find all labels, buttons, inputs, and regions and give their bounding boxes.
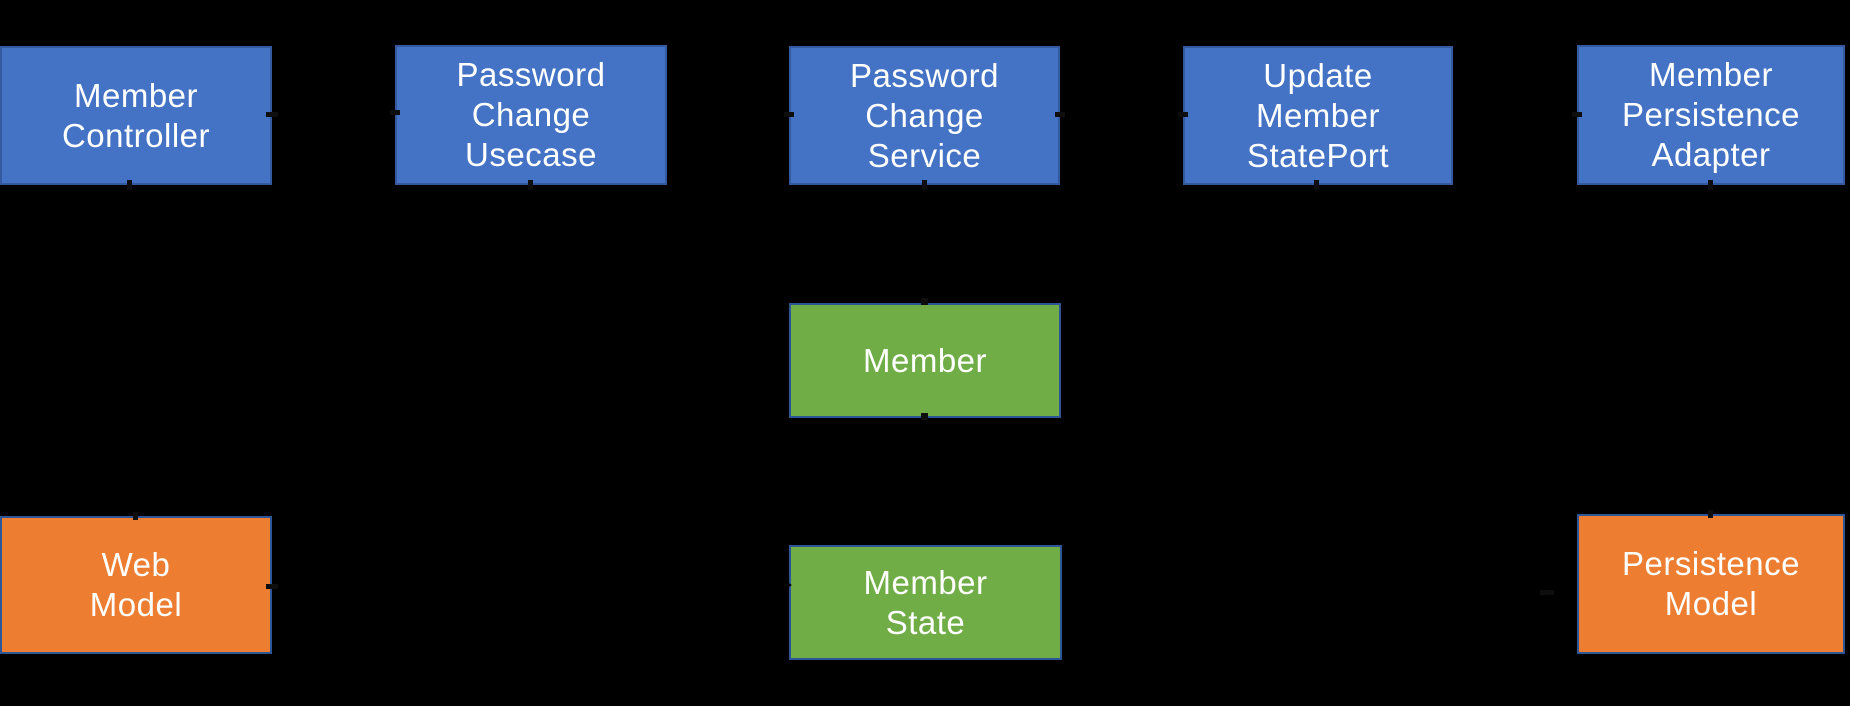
- connector-mark-stateport-left-notch: [1178, 112, 1188, 117]
- connector-mark-webmodel-top-notch: [133, 512, 138, 520]
- node-member-state: Member State: [789, 545, 1062, 660]
- node-password-change-usecase: Password Change Usecase: [395, 45, 667, 185]
- connector-mark-adapter-left-notch: [1572, 112, 1582, 117]
- node-web-model: Web Model: [0, 516, 272, 654]
- node-label-web-model: Web Model: [89, 546, 183, 623]
- node-password-change-service: Password Change Service: [789, 46, 1060, 185]
- connector-mark-service-right-notch: [1055, 112, 1065, 117]
- connector-mark-floating-dash: [1540, 590, 1554, 595]
- connector-mark-controller-bottom-notch: [127, 180, 132, 190]
- connector-mark-member-top-notch: [921, 298, 928, 305]
- connector-mark-usecase-left-notch: [390, 110, 400, 115]
- node-label-member-controller: Member Controller: [61, 76, 211, 154]
- connector-mark-adapter-bottom-notch: [1708, 180, 1713, 190]
- node-label-password-change-usecase: Password Change Usecase: [456, 56, 606, 173]
- node-label-member: Member: [862, 341, 988, 379]
- connector-mark-usecase-bottom-notch: [528, 180, 533, 190]
- connector-mark-member-bottom-notch: [921, 413, 928, 420]
- node-label-member-state: Member State: [863, 563, 988, 641]
- node-label-update-member-stateport: Update Member StatePort: [1246, 56, 1390, 174]
- connector-mark-controller-right-notch: [266, 112, 278, 117]
- node-update-member-stateport: Update Member StatePort: [1183, 46, 1453, 185]
- node-member-controller: Member Controller: [0, 46, 272, 185]
- connector-mark-webmodel-right-notch: [266, 584, 278, 589]
- node-label-password-change-service: Password Change Service: [850, 56, 999, 174]
- node-member-persistence-adapter: Member Persistence Adapter: [1577, 45, 1845, 185]
- node-label-member-persistence-adapter: Member Persistence Adapter: [1622, 56, 1800, 173]
- connector-mark-stateport-bottom-notch: [1314, 180, 1319, 190]
- node-label-persistence-model: Persistence Model: [1622, 545, 1800, 622]
- node-member: Member: [789, 303, 1061, 418]
- node-persistence-model: Persistence Model: [1577, 514, 1845, 654]
- arrowhead-icon-memberstate-arrowhead: [777, 576, 792, 594]
- connector-mark-service-left-notch: [784, 112, 794, 117]
- connector-mark-service-bottom-notch: [922, 180, 927, 190]
- connector-mark-persistencemodel-top-notch: [1708, 510, 1713, 518]
